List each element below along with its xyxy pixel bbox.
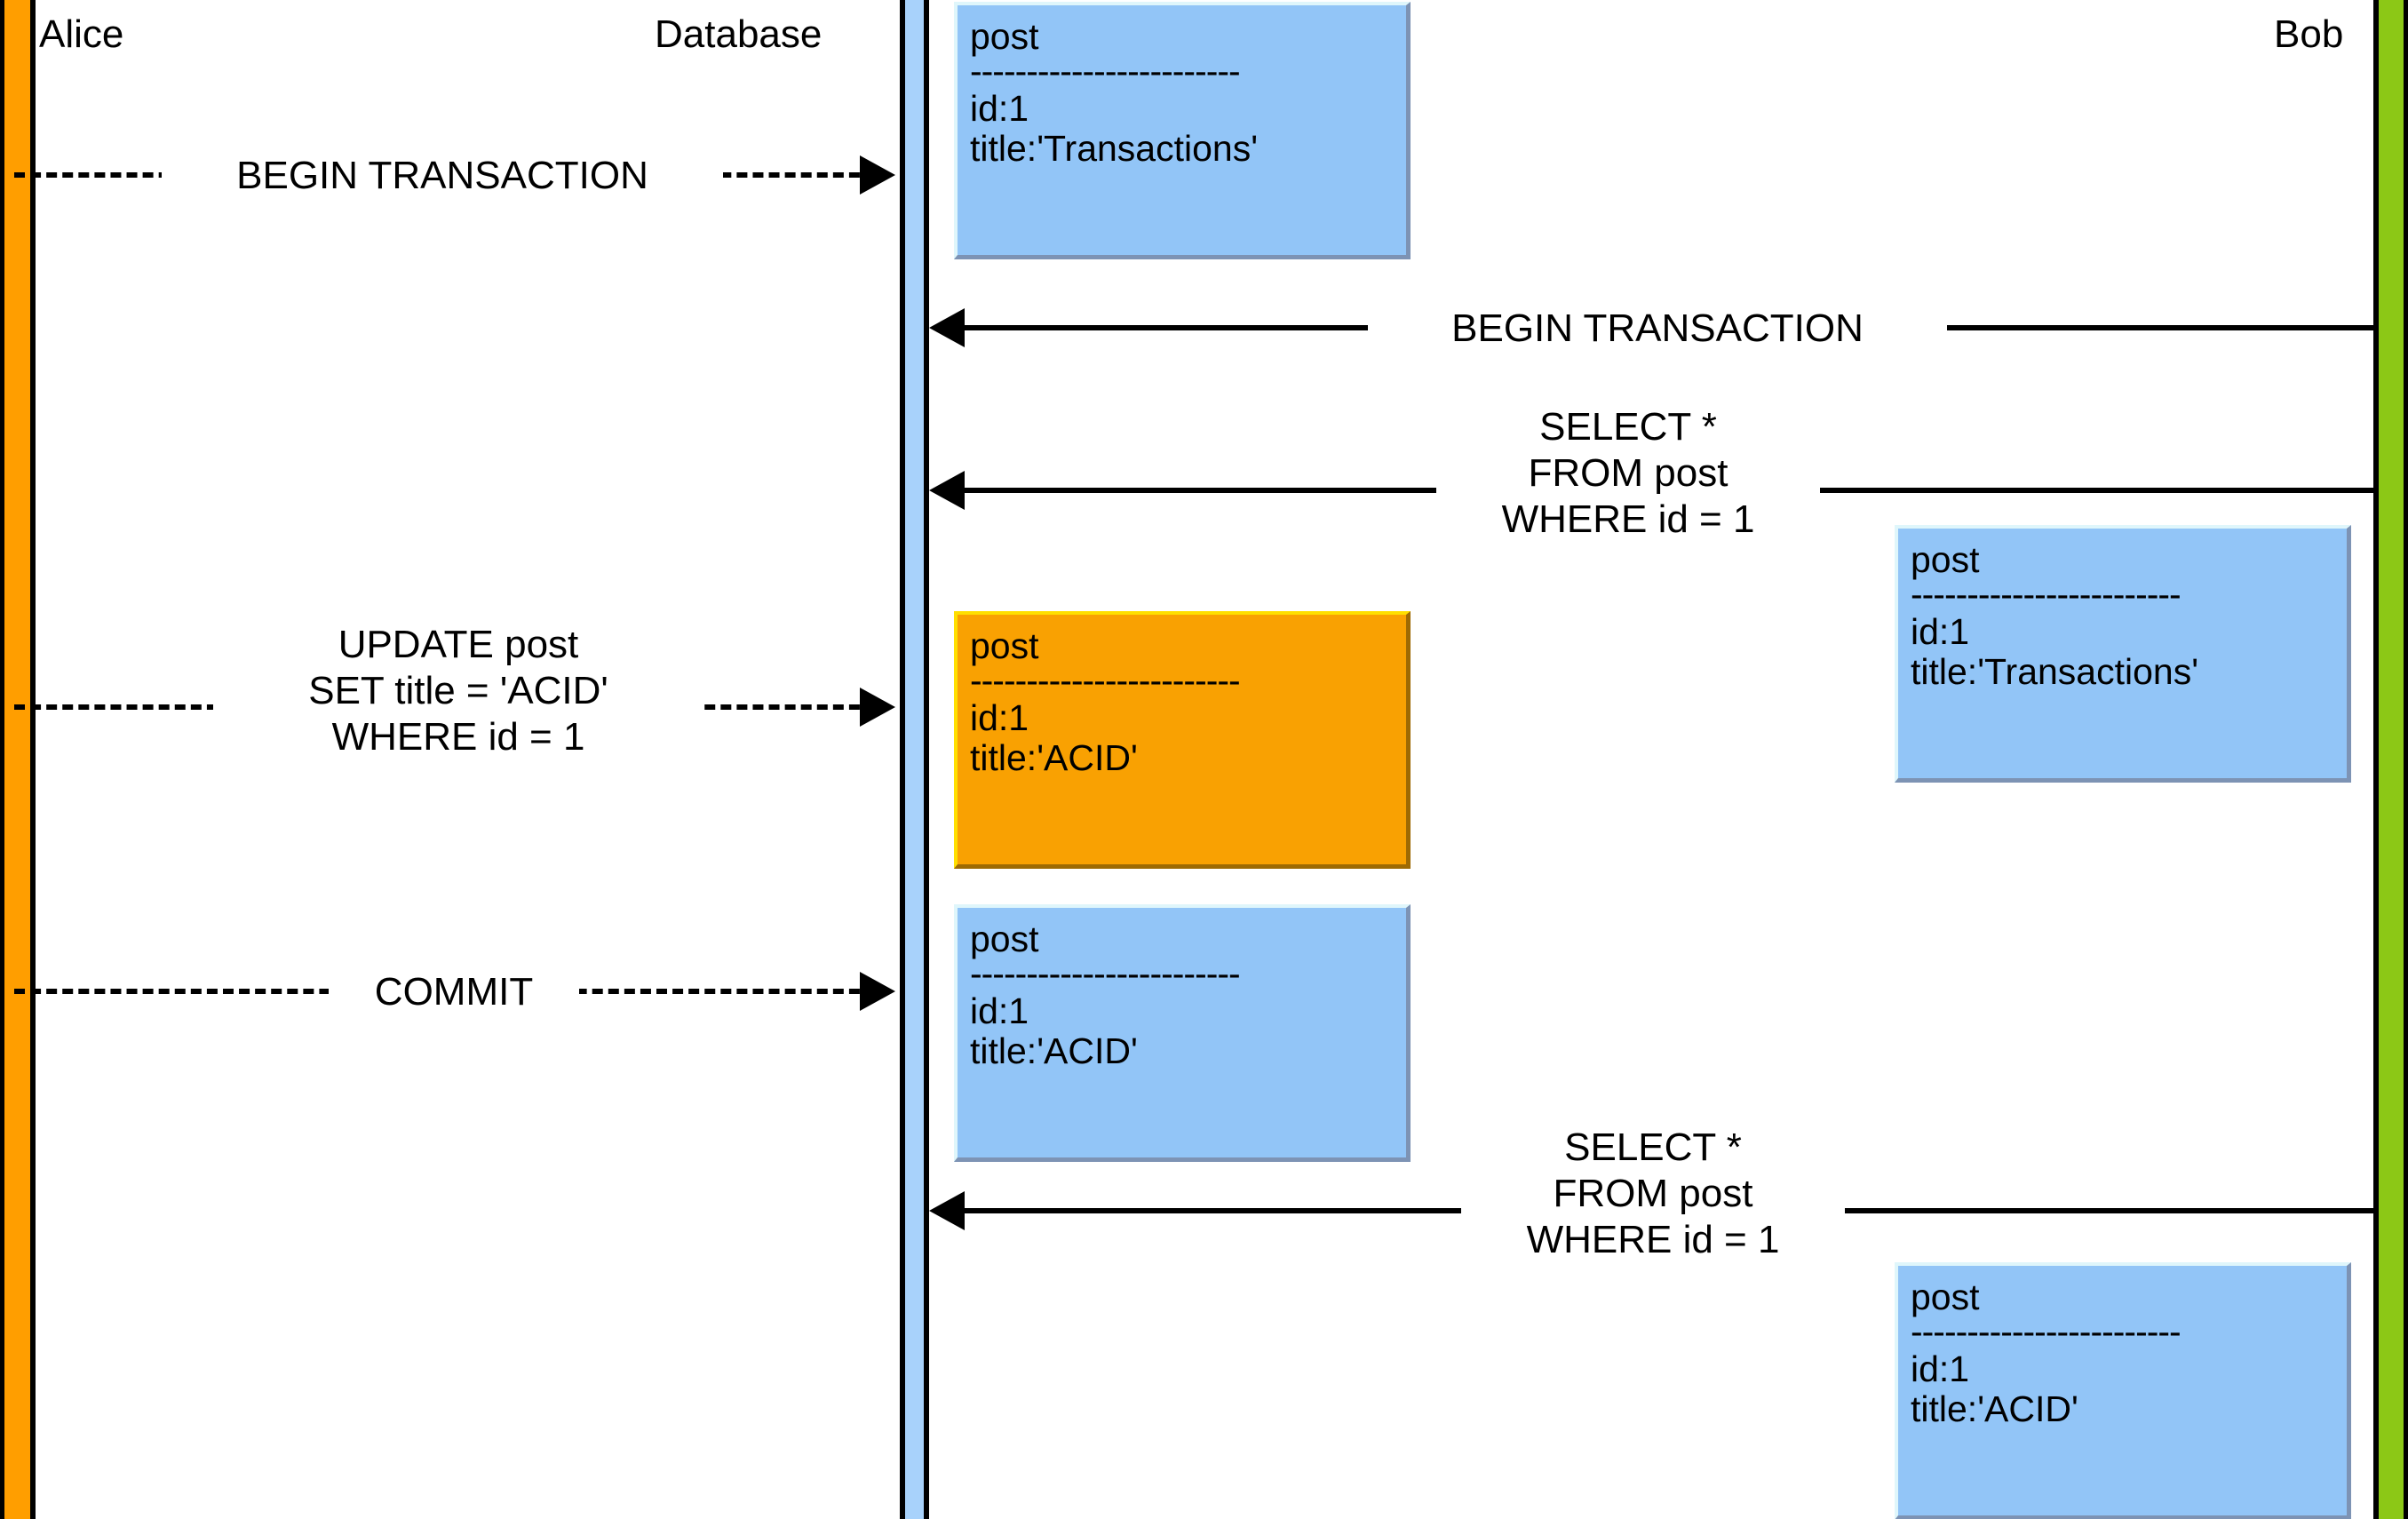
lifeline-database[interactable]	[900, 0, 929, 1519]
arrow-head-left-icon	[929, 471, 965, 510]
note-post-transactions-db[interactable]: post ------------------------ id:1 title…	[954, 2, 1411, 259]
note-post-acid-uncommitted[interactable]: post ------------------------ id:1 title…	[954, 611, 1411, 869]
message-label: SELECT * FROM post WHERE id = 1	[1461, 1125, 1845, 1263]
arrow-head-right-icon	[860, 155, 895, 195]
participant-label-database: Database	[655, 12, 823, 56]
message-label: BEGIN TRANSACTION	[162, 153, 723, 199]
lifeline-alice[interactable]	[0, 0, 36, 1519]
note-separator: ------------------------	[970, 958, 1241, 990]
message-label: UPDATE post SET title = 'ACID' WHERE id …	[213, 622, 703, 760]
note-post-transactions-bob[interactable]: post ------------------------ id:1 title…	[1895, 525, 2351, 783]
note-title: post	[970, 625, 1039, 666]
arrow-head-right-icon	[860, 688, 895, 727]
note-title: post	[970, 919, 1039, 959]
note-field-title: title:'Transactions'	[1911, 651, 2199, 692]
note-title: post	[1911, 539, 1980, 580]
message-label: BEGIN TRANSACTION	[1368, 306, 1947, 352]
note-separator: ------------------------	[1911, 1316, 2182, 1348]
note-field-title: title:'ACID'	[1911, 1388, 2078, 1429]
note-separator: ------------------------	[970, 55, 1241, 87]
note-post-acid-bob[interactable]: post ------------------------ id:1 title…	[1895, 1262, 2351, 1519]
note-field-title: title:'ACID'	[970, 737, 1138, 778]
arrow-head-left-icon	[929, 308, 965, 347]
note-field-id: id:1	[1911, 611, 1970, 652]
note-field-id: id:1	[970, 88, 1029, 129]
participant-label-bob: Bob	[2274, 12, 2344, 56]
note-field-id: id:1	[1911, 1348, 1970, 1389]
participant-label-alice: Alice	[39, 12, 124, 56]
note-title: post	[970, 16, 1039, 57]
arrow-head-right-icon	[860, 972, 895, 1011]
note-separator: ------------------------	[970, 664, 1241, 696]
lifeline-bob[interactable]	[2373, 0, 2408, 1519]
note-post-acid-committed[interactable]: post ------------------------ id:1 title…	[954, 904, 1411, 1162]
note-separator: ------------------------	[1911, 578, 2182, 610]
note-field-id: id:1	[970, 990, 1029, 1031]
note-field-title: title:'ACID'	[970, 1030, 1138, 1071]
message-label: COMMIT	[329, 969, 579, 1015]
arrow-head-left-icon	[929, 1191, 965, 1230]
note-title: post	[1911, 1276, 1980, 1317]
message-label: SELECT * FROM post WHERE id = 1	[1436, 404, 1820, 543]
note-field-title: title:'Transactions'	[970, 128, 1259, 169]
note-field-id: id:1	[970, 697, 1029, 738]
